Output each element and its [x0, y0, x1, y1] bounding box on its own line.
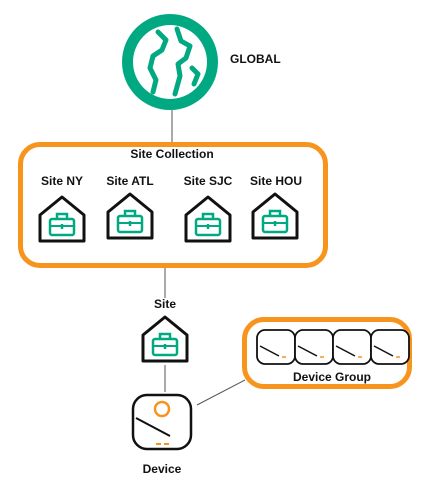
site-label-ny: Site NY	[40, 174, 83, 188]
site-label-sjc: Site SJC	[183, 174, 233, 188]
site-label-hou: Site HOU	[249, 174, 302, 188]
device-label: Device	[142, 462, 182, 476]
site-sjc-icon	[184, 195, 232, 243]
global-label: GLOBAL	[230, 52, 281, 66]
site-briefcase-icon	[141, 315, 189, 363]
site-hou-icon	[251, 192, 299, 240]
device-group-ap-2-icon	[294, 329, 334, 365]
access-point-icon	[131, 393, 193, 451]
device-group-title: Device Group	[292, 370, 372, 384]
globe-icon	[122, 14, 218, 110]
site-label-atl: Site ATL	[106, 174, 154, 188]
device-group-ap-4-icon	[370, 329, 410, 365]
site-label: Site	[153, 297, 176, 311]
site-atl-icon	[106, 192, 154, 240]
site-ny-icon	[38, 195, 86, 243]
device-group-ap-1-icon	[256, 329, 296, 365]
site-collection-title: Site Collection	[130, 147, 214, 161]
device-group-ap-3-icon	[332, 329, 372, 365]
connector-device-group	[196, 379, 246, 406]
